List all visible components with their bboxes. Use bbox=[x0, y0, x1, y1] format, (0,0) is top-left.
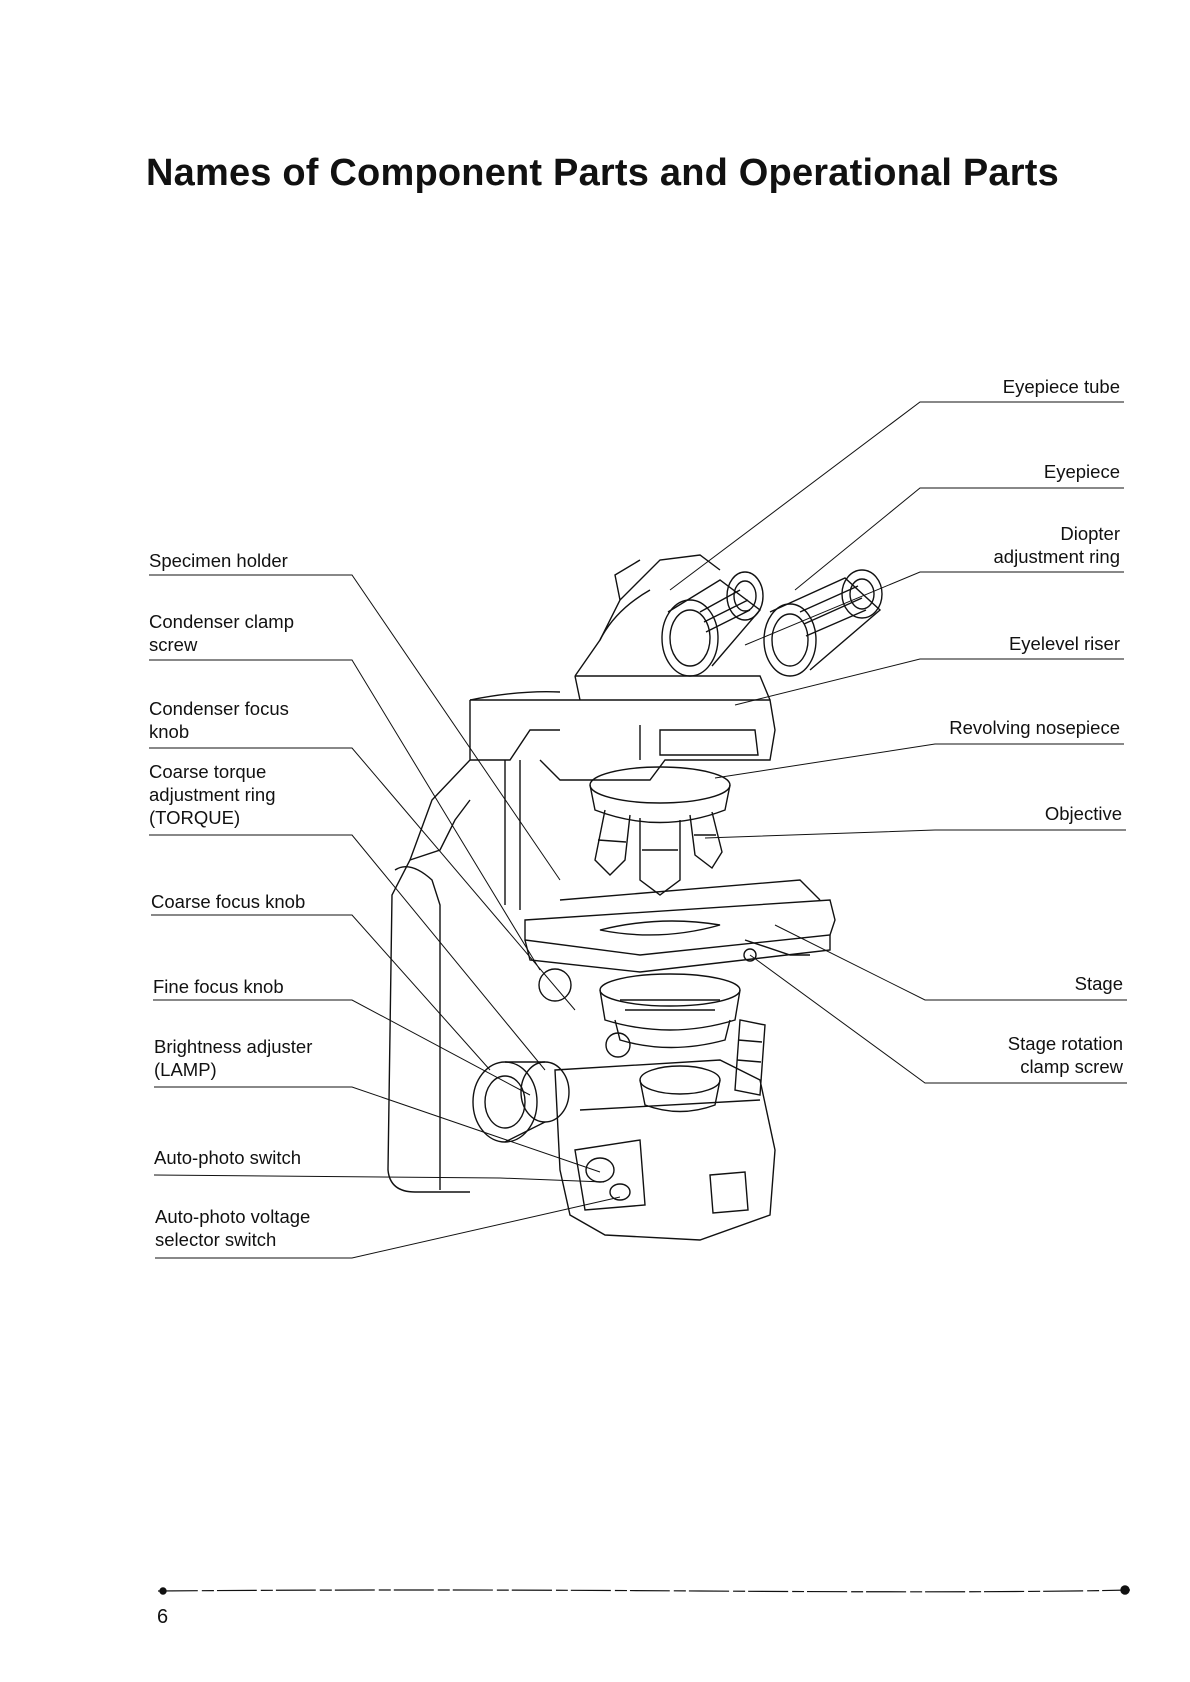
page-title: Names of Component Parts and Operational… bbox=[146, 152, 1059, 194]
label-eyepiece-tube: Eyepiece tube bbox=[1002, 376, 1120, 397]
label-stage-rotation-clamp-screw: Stage rotation clamp screw bbox=[1007, 1033, 1123, 1077]
label-stage: Stage bbox=[1074, 973, 1123, 994]
label-objective: Objective bbox=[1044, 803, 1122, 824]
microscope-illustration bbox=[387, 554, 883, 1241]
label-eyepiece: Eyepiece bbox=[1043, 461, 1120, 482]
label-coarse-focus-knob: Coarse focus knob bbox=[151, 891, 306, 912]
label-fine-focus-knob: Fine focus knob bbox=[153, 976, 284, 997]
leader-lines-right bbox=[669, 401, 1127, 1084]
label-condenser-clamp-screw: Condenser clamp screw bbox=[149, 611, 294, 655]
leader-lines-left bbox=[149, 574, 621, 1259]
label-brightness-adjuster: Brightness adjuster (LAMP) bbox=[154, 1036, 313, 1080]
footer-rule bbox=[157, 1589, 1131, 1593]
label-specimen-holder: Specimen holder bbox=[149, 550, 288, 571]
label-auto-photo-voltage-selector: Auto-photo voltage selector switch bbox=[155, 1206, 311, 1250]
label-eyelevel-riser: Eyelevel riser bbox=[1008, 633, 1120, 654]
label-auto-photo-switch: Auto-photo switch bbox=[154, 1147, 302, 1168]
label-diopter-adjustment-ring: Diopter adjustment ring bbox=[993, 523, 1120, 567]
label-coarse-torque-ring: Coarse torque adjustment ring (TORQUE) bbox=[149, 761, 276, 828]
label-revolving-nosepiece: Revolving nosepiece bbox=[949, 717, 1120, 738]
page-number: 6 bbox=[157, 1606, 169, 1628]
label-condenser-focus-knob: Condenser focus knob bbox=[149, 698, 289, 742]
